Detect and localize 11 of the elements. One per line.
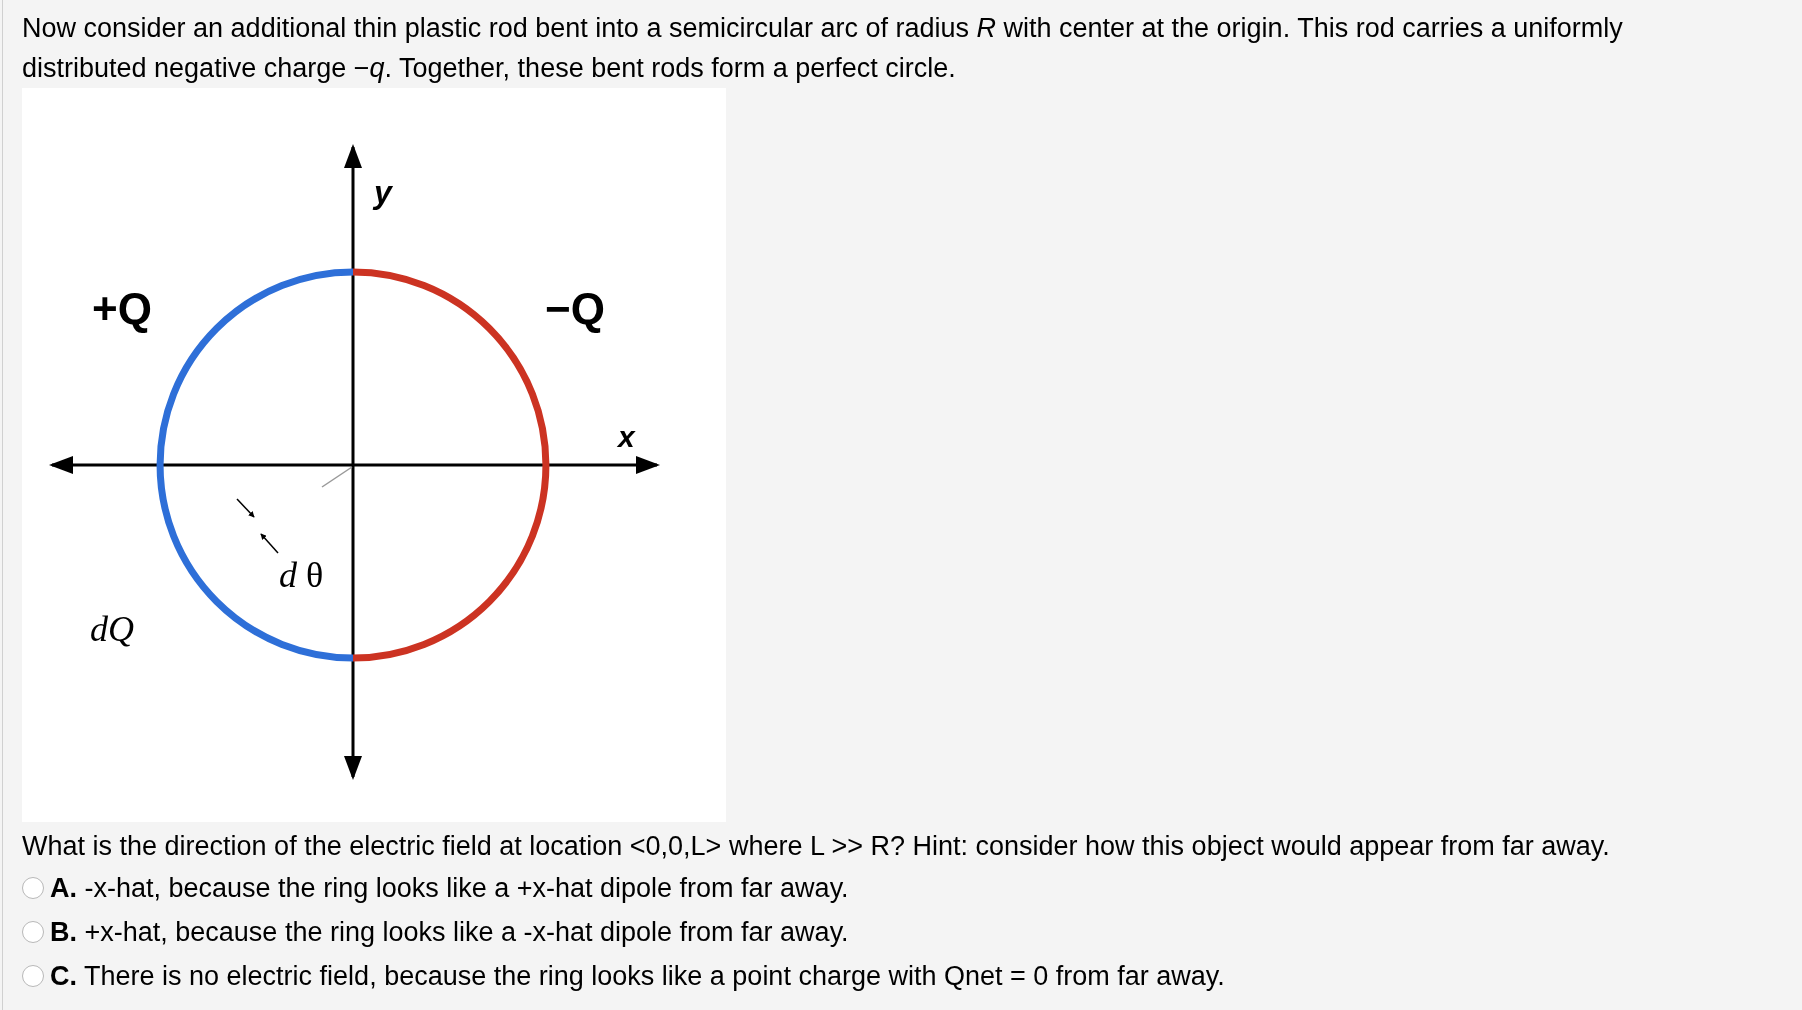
answer-option: C. There is no electric field, because the ring looks like a point charge with Qnet = 0 from far away. [50,956,1225,997]
axis-label: y [374,173,392,212]
charge-label: −Q [545,283,605,335]
answer-option: B. +x-hat, because the ring looks like a -x-hat dipole from far away. [50,912,849,953]
angle-label: d θ [279,554,324,597]
problem-text: Now consider an additional thin plastic rod bent into a semicircular arc of radius R with center at the origin. This rod carries a uniformly distributed negative charge −q. Together, these bent rods form a perfect circle. [22,12,1624,85]
question-text: What is the direction of the electric field at location <0,0,L> where L >> R? Hint: consider how this object would appear from far away. [22,830,1611,863]
charge-element-label: dQ [90,608,134,651]
axis-label: x [618,419,635,455]
charge-label: +Q [92,283,152,335]
answer-option: A. -x-hat, because the ring looks like a +x-hat dipole from far away. [50,868,849,909]
